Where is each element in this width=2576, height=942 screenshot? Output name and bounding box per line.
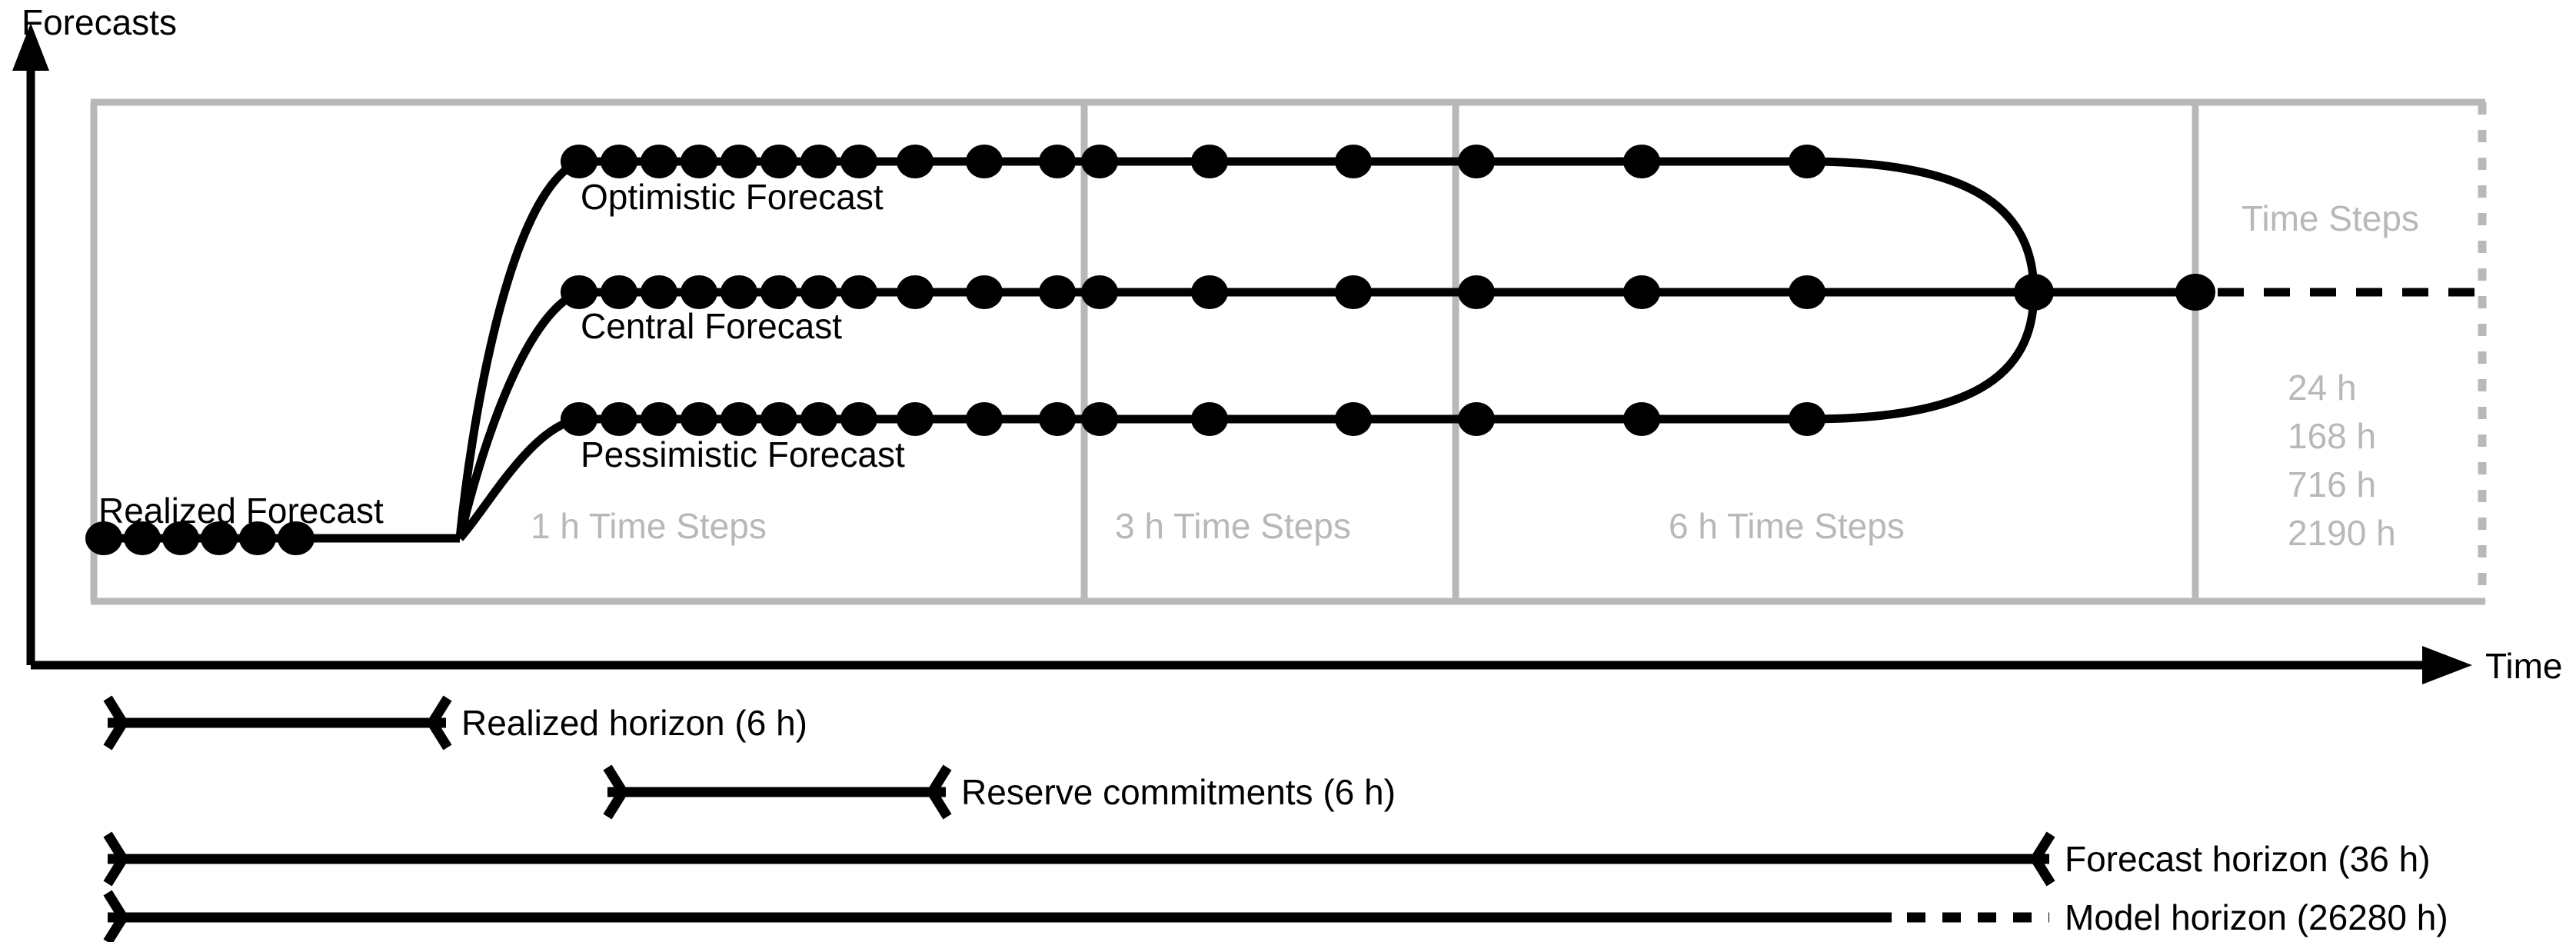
pessimistic-forecast-line xyxy=(579,291,2039,424)
series-label-central: Central Forecast xyxy=(581,306,842,346)
band-label-3h: 3 h Time Steps xyxy=(1115,506,1351,546)
y-axis-arrowhead xyxy=(12,23,49,71)
horizon-bar-model-cap-left xyxy=(103,890,129,942)
horizon-label-model: Model horizon (26280 h) xyxy=(2065,897,2448,937)
ramp-to-optimistic xyxy=(455,157,581,539)
series-label-pessimistic: Pessimistic Forecast xyxy=(581,434,905,474)
optimistic-forecast-markers xyxy=(561,145,1825,178)
optimistic-forecast-line xyxy=(579,157,2039,293)
ramp-to-central xyxy=(455,288,581,540)
forecast-branch-ramps xyxy=(455,157,581,541)
series-label-realized: Realized Forecast xyxy=(98,491,384,531)
horizon-bar-forecast xyxy=(103,831,2055,887)
horizon-bar-reserve xyxy=(603,764,952,820)
horizon-bar-realized xyxy=(103,695,452,751)
horizon-bar-reserve-cap-left xyxy=(603,764,629,820)
ramp-to-pessimistic xyxy=(456,414,581,541)
y-axis-label: Forecasts xyxy=(22,2,177,42)
horizon-bar-forecast-cap-left xyxy=(103,831,129,887)
horizon-label-realized: Realized horizon (6 h) xyxy=(461,703,807,743)
series-pessimistic-forecast xyxy=(561,291,2039,436)
x-axis-label: Time xyxy=(2485,646,2563,686)
central-forecast-markers xyxy=(561,274,2215,311)
horizon-bar-forecast-cap-right xyxy=(2029,831,2055,887)
horizon-label-reserve: Reserve commitments (6 h) xyxy=(961,772,1396,812)
pessimistic-forecast-markers xyxy=(561,402,1825,436)
legend-entry-2190h: 2190 h xyxy=(2288,513,2396,553)
horizon-bar-model xyxy=(103,890,2049,942)
plot-frame xyxy=(90,98,2487,605)
legend-entry-24h: 24 h xyxy=(2288,368,2357,408)
band-label-6h: 6 h Time Steps xyxy=(1669,506,1905,546)
x-axis-arrowhead xyxy=(2422,646,2472,684)
horizon-bar-realized-cap-left xyxy=(103,695,129,751)
series-realized-forecast xyxy=(85,521,460,555)
legend-entry-168h: 168 h xyxy=(2288,416,2376,456)
horizon-bar-realized-cap-right xyxy=(426,695,452,751)
series-label-optimistic: Optimistic Forecast xyxy=(581,177,884,217)
horizon-bar-reserve-cap-right xyxy=(926,764,952,820)
axis-group xyxy=(12,23,2472,684)
horizon-label-forecast: Forecast horizon (36 h) xyxy=(2065,839,2431,879)
realized-forecast-markers xyxy=(85,521,315,555)
series-optimistic-forecast xyxy=(561,145,2039,293)
series-central-forecast xyxy=(561,274,2482,311)
band-label-1h: 1 h Time Steps xyxy=(531,506,767,546)
legend-title: Time Steps xyxy=(2242,198,2419,238)
legend-entry-716h: 716 h xyxy=(2288,464,2376,504)
